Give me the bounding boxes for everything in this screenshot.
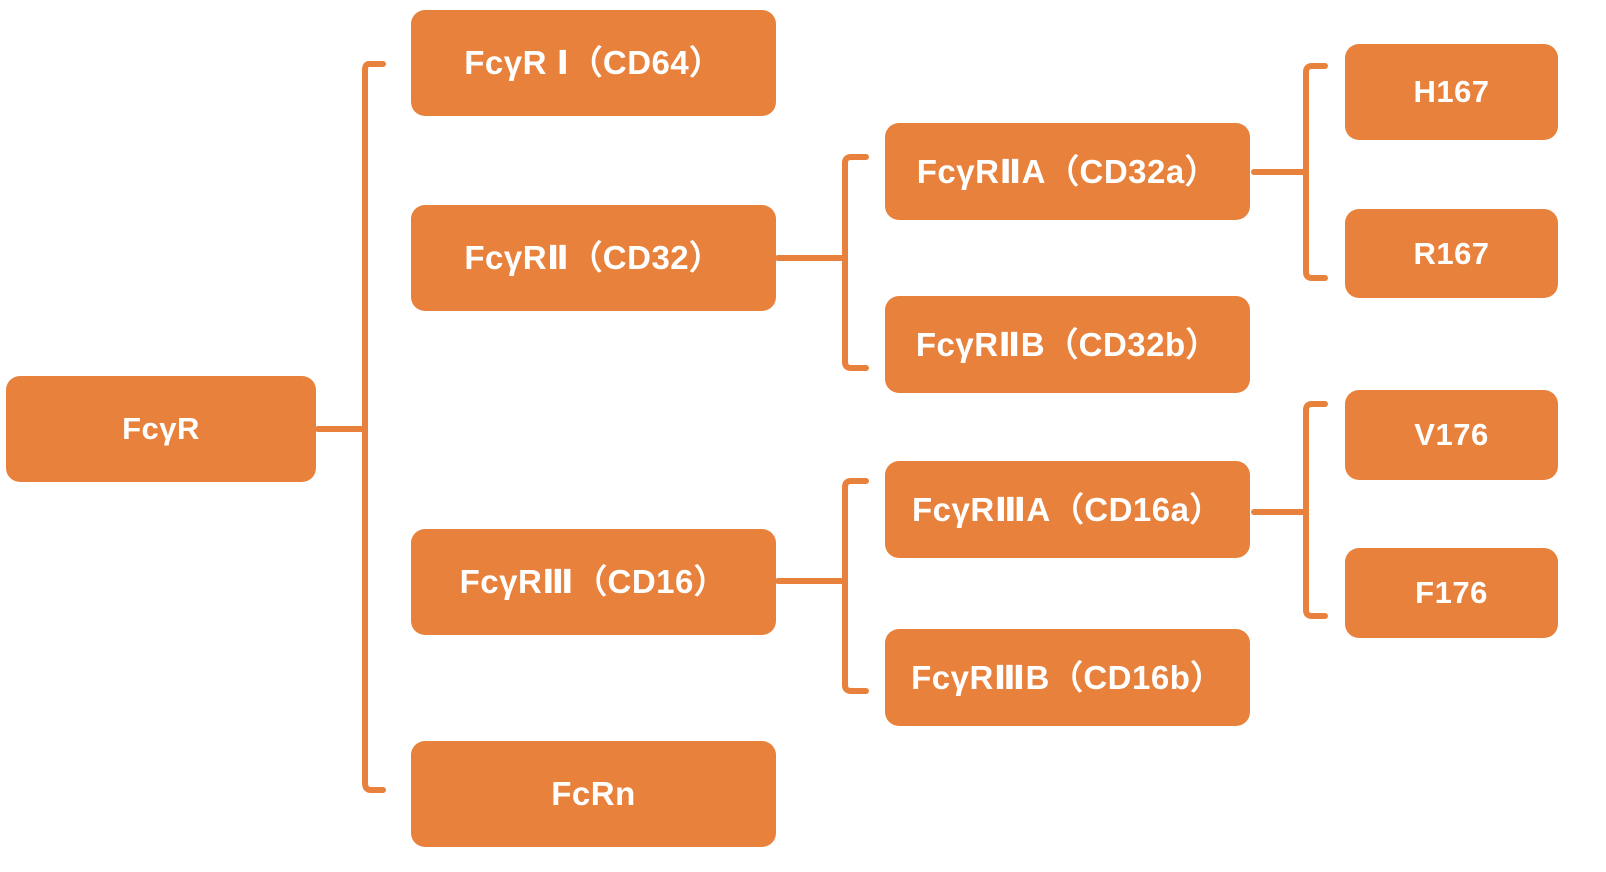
node-fcrn[interactable]: FcRn — [411, 741, 776, 847]
node-v176[interactable]: V176 — [1345, 390, 1558, 480]
node-fcgr2a-cd32a[interactable]: FcγRⅡA（CD32a） — [885, 123, 1250, 220]
node-fcgr2-cd32[interactable]: FcγRⅡ（CD32） — [411, 205, 776, 311]
node-fcgr1-cd64[interactable]: FcγR Ⅰ（CD64） — [411, 10, 776, 116]
node-r167[interactable]: R167 — [1345, 209, 1558, 298]
node-h167[interactable]: H167 — [1345, 44, 1558, 140]
node-fcgr3b-cd16b[interactable]: FcγRⅢB（CD16b） — [885, 629, 1250, 726]
node-fcgr3a-cd16a[interactable]: FcγRⅢA（CD16a） — [885, 461, 1250, 558]
cd16a-bracket — [1303, 401, 1328, 619]
cd32-bracket — [842, 154, 869, 371]
node-f176[interactable]: F176 — [1345, 548, 1558, 638]
node-fcgr3-cd16[interactable]: FcγRⅢ（CD16） — [411, 529, 776, 635]
node-fcgr-root[interactable]: FcγR — [6, 376, 316, 482]
cd32a-bracket — [1303, 63, 1328, 281]
cd16-bracket — [842, 478, 869, 694]
root-bracket — [362, 61, 386, 793]
node-fcgr2b-cd32b[interactable]: FcγRⅡB（CD32b） — [885, 296, 1250, 393]
